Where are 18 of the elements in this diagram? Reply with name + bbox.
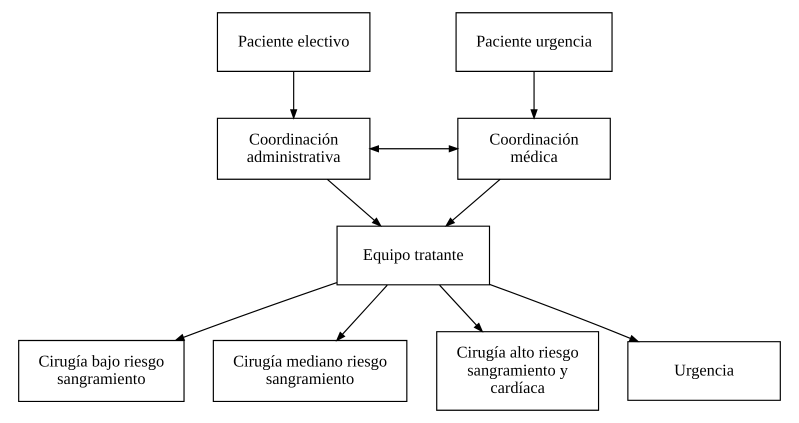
node-box: Urgencia (627, 341, 781, 401)
arrow (444, 178, 500, 228)
node-box: Coordinación médica (457, 118, 611, 180)
node-box: Equipo tratante (336, 226, 490, 286)
node-box: Paciente electivo (216, 12, 370, 72)
arrow (290, 72, 298, 120)
arrow (174, 282, 337, 342)
arrow (490, 284, 640, 342)
arrow (530, 72, 538, 120)
node-box: Cirugía alto riesgo sangramiento y cardíaca (436, 331, 600, 411)
node-box: Coordinación administrativa (216, 118, 370, 180)
node-box: Paciente urgencia (456, 12, 613, 72)
arrow (368, 145, 460, 152)
arrow (326, 178, 382, 228)
node-box: Cirugía mediano riesgo sangramiento (212, 340, 408, 402)
node-box: Cirugía bajo riesgo sangramiento (18, 340, 185, 402)
arrow (336, 284, 388, 342)
arrow (439, 284, 484, 333)
